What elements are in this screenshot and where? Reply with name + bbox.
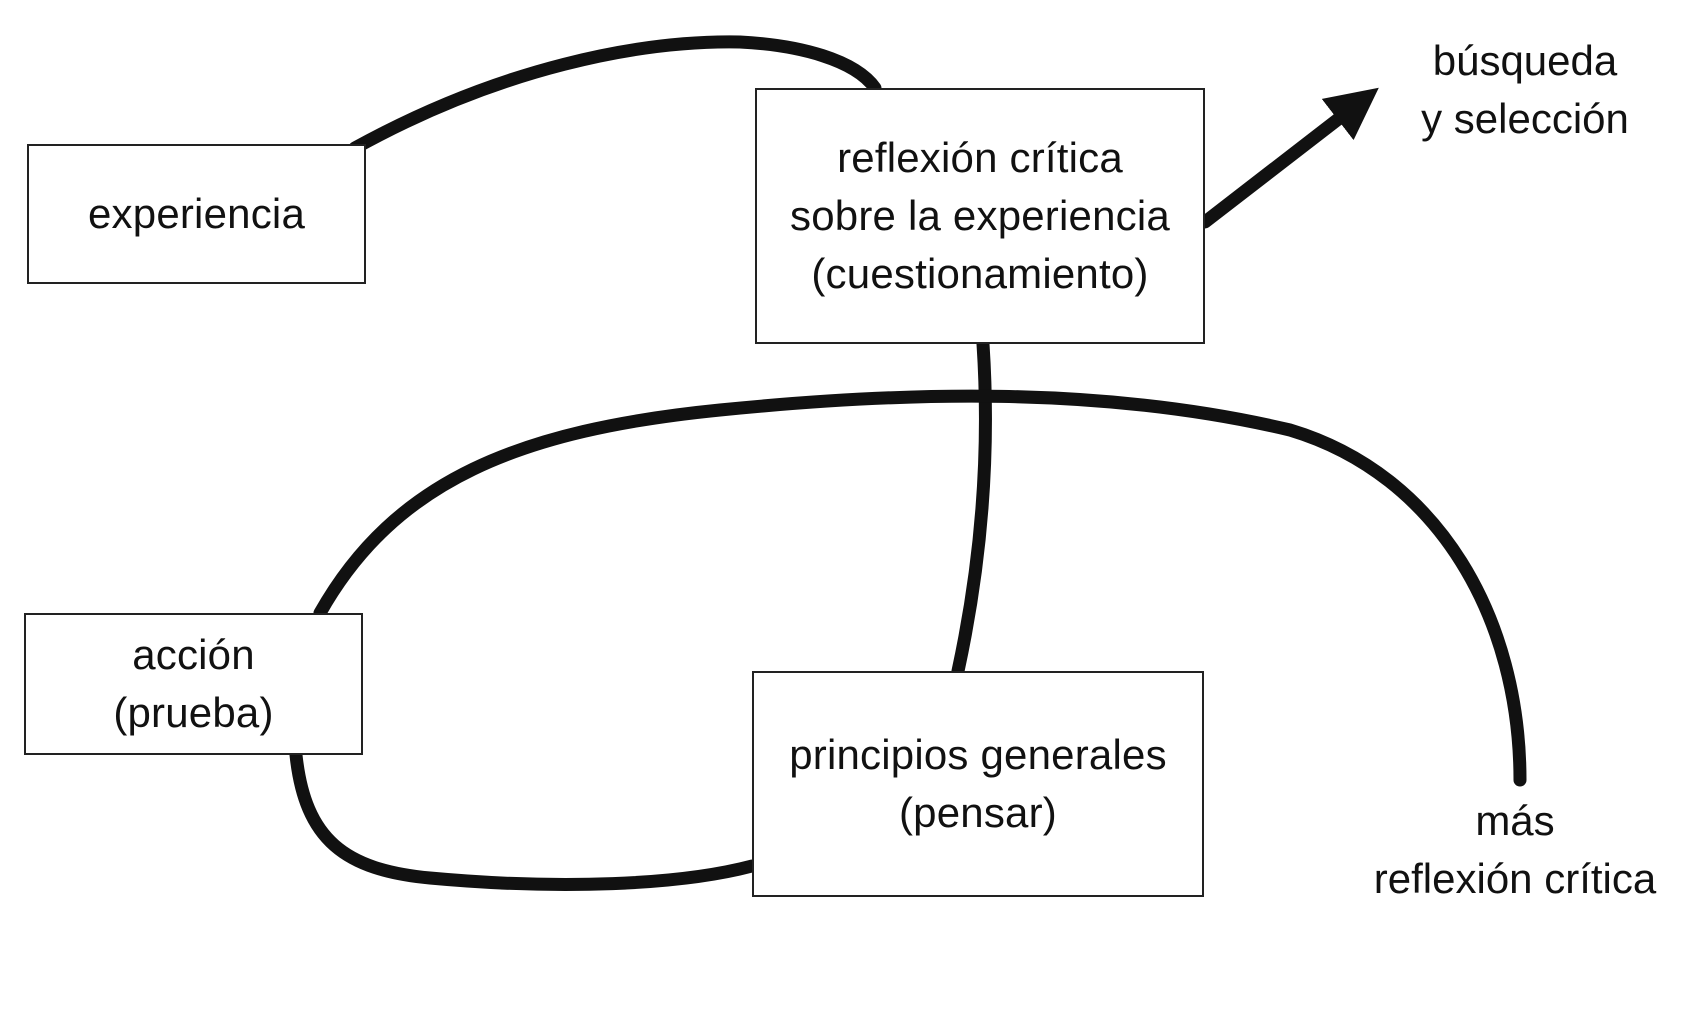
node-principios-generales: principios generales (pensar) — [752, 671, 1204, 897]
node-reflexion-line-1: reflexión crítica — [837, 134, 1123, 182]
label-busqueda-seleccion: búsqueda y selección — [1390, 32, 1660, 148]
edge-reflexion-to-principios — [951, 337, 992, 678]
node-principios-line-1: principios generales — [789, 731, 1167, 779]
node-accion-line-1: acción — [132, 631, 255, 679]
node-reflexion-critica: reflexión crítica sobre la experiencia (… — [755, 88, 1205, 344]
label-mas-line-2: reflexión crítica — [1373, 854, 1657, 902]
node-experiencia-line-1: experiencia — [88, 190, 305, 238]
node-accion: acción (prueba) — [24, 613, 363, 755]
edge-reflexion-to-busqueda-arrow — [1198, 87, 1379, 229]
node-principios-line-2: (pensar) — [899, 789, 1057, 836]
node-experiencia: experiencia — [27, 144, 366, 284]
edge-experiencia-to-reflexion — [348, 35, 882, 155]
label-mas-line-1: más — [1475, 797, 1555, 844]
node-accion-line-2: (prueba) — [113, 689, 274, 736]
label-busqueda-line-1: búsqueda — [1432, 37, 1618, 84]
node-reflexion-line-3: (cuestionamiento) — [811, 249, 1149, 297]
label-busqueda-line-2: y selección — [1421, 94, 1629, 142]
label-mas-reflexion-critica: más reflexión crítica — [1345, 792, 1685, 908]
edge-accion-to-principios — [289, 748, 759, 891]
node-reflexion-line-2: sobre la experiencia — [790, 192, 1170, 240]
edge-accion-loop-to-mas-reflexion — [313, 389, 1527, 787]
